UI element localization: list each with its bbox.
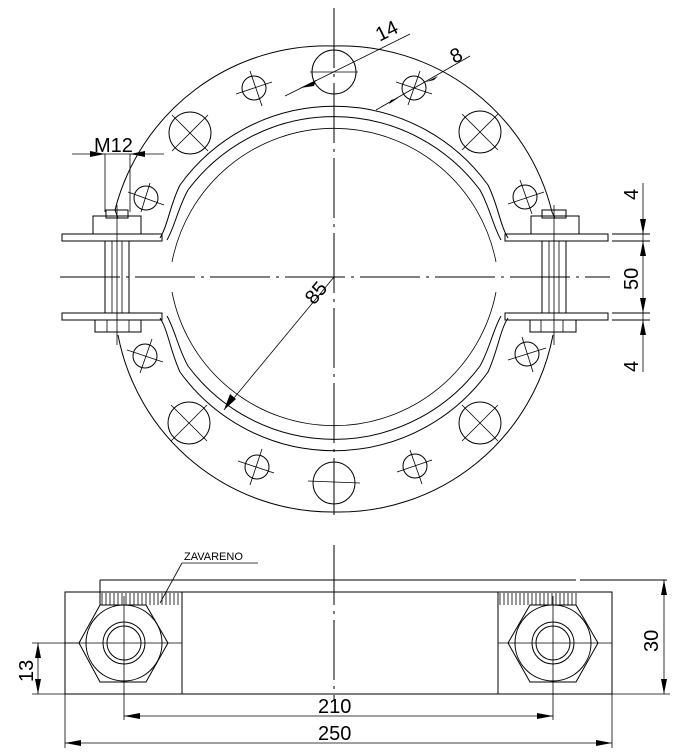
dim-label-8: 8 xyxy=(447,44,467,69)
left-nut xyxy=(65,596,182,720)
dim-label-m12: M12 xyxy=(94,135,133,157)
dim-label-4-bottom: 4 xyxy=(621,361,643,372)
right-nut xyxy=(498,596,612,720)
dim-label-210: 210 xyxy=(318,696,351,718)
dim-height: 30 xyxy=(612,580,670,695)
small-holes xyxy=(126,70,547,486)
dim-label-85: 85 xyxy=(301,278,332,309)
inner-bore-lower xyxy=(171,291,497,426)
dim-label-13: 13 xyxy=(16,660,38,682)
dim-label-4-top: 4 xyxy=(621,189,643,200)
outer-ring-upper xyxy=(114,45,556,219)
dim-overall-width: 250 xyxy=(64,694,613,748)
dim-label-30: 30 xyxy=(641,630,663,652)
dim-bolt: M12 xyxy=(72,135,164,212)
dim-hole-small: 8 xyxy=(375,44,471,111)
dim-right-stack: 4 50 4 xyxy=(621,183,646,372)
large-holes xyxy=(167,49,502,505)
dim-radius: 85 xyxy=(223,276,335,411)
dim-label-50: 50 xyxy=(621,268,643,290)
clamp-band-lower-outer xyxy=(159,317,509,452)
left-bolt xyxy=(92,205,142,345)
clamp-band-upper-outer xyxy=(159,105,509,239)
inner-bore-upper xyxy=(171,128,497,263)
dim-bolt-spacing: 210 xyxy=(124,696,553,719)
weld-hatch-left xyxy=(101,593,183,605)
zavareno-label: ZAVARENO xyxy=(184,551,243,563)
dim-bolt-height: 13 xyxy=(16,642,79,695)
dim-label-14: 14 xyxy=(372,17,402,47)
right-bolt xyxy=(529,205,580,345)
dim-label-250: 250 xyxy=(318,723,351,745)
left-top-plate xyxy=(61,233,163,242)
dim-hole-large: 14 xyxy=(284,17,411,97)
weld-hatch-right xyxy=(499,593,577,605)
weld-annotation: ZAVARENO xyxy=(159,551,258,604)
clamp-band-upper-inner xyxy=(166,116,502,241)
left-bottom-plate xyxy=(61,312,163,321)
right-top-plate xyxy=(504,233,609,242)
right-bottom-plate xyxy=(504,312,609,321)
top-view: 14 8 M12 85 xyxy=(60,8,650,515)
outer-ring-lower xyxy=(117,334,554,513)
clamp-band-lower-inner xyxy=(166,315,502,440)
front-view: ZAVARENO 13 30 210 xyxy=(16,545,670,748)
